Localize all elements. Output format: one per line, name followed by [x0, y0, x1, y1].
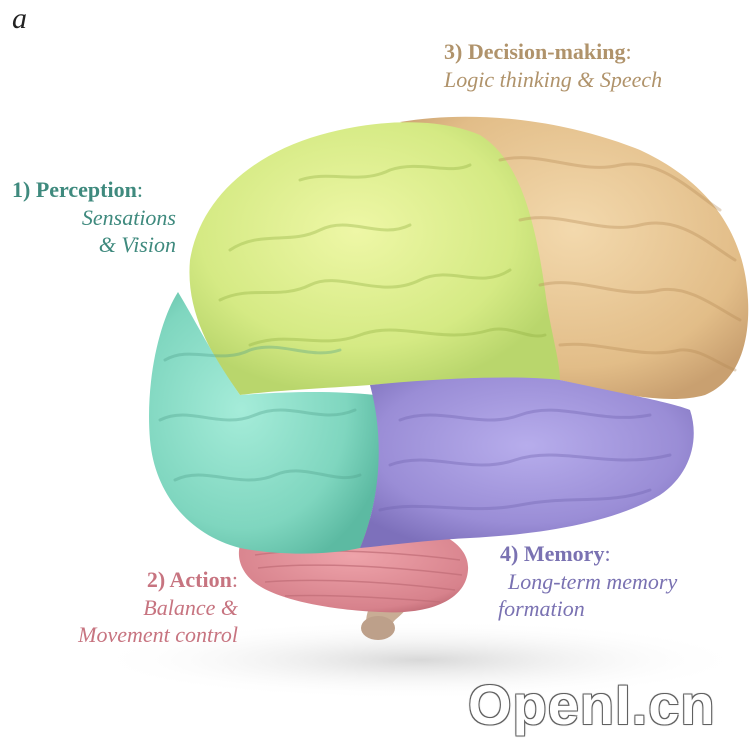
perception-desc-line1: Sensations	[81, 204, 176, 230]
perception-label: 1) Perception: Sensations & Vision	[12, 176, 176, 259]
perception-title: 1) Perception	[12, 177, 137, 202]
decision-colon: :	[625, 39, 632, 64]
action-label: 2) Action: Balance & Movement control	[26, 566, 238, 649]
perception-desc-line2: & Vision	[98, 232, 176, 257]
memory-label: 4) Memory: Long-term memory formation	[498, 540, 677, 623]
brain-shadow	[90, 620, 750, 700]
perception-colon: :	[136, 177, 143, 202]
watermark-logo: OpenI.cn	[468, 673, 716, 736]
decision-title: 3) Decision-making	[444, 39, 626, 64]
frontal-lobe-region	[400, 116, 749, 400]
temporal-lobe-region	[360, 377, 694, 548]
memory-desc-line1: Long-term memory	[508, 568, 678, 594]
action-title: 2) Action	[146, 567, 232, 592]
decision-desc-line1: Logic thinking & Speech	[444, 66, 663, 92]
memory-desc-line2: formation	[498, 596, 585, 621]
panel-letter: a	[12, 2, 27, 35]
memory-colon: :	[604, 541, 611, 566]
action-desc-line2: Movement control	[78, 622, 238, 647]
action-desc-line1: Balance &	[143, 594, 238, 620]
memory-title: 4) Memory	[500, 541, 605, 566]
action-colon: :	[231, 567, 238, 592]
parietal-lobe-region	[189, 122, 560, 395]
decision-label: 3) Decision-making: Logic thinking & Spe…	[444, 38, 662, 93]
occipital-lobe-region	[149, 292, 380, 554]
